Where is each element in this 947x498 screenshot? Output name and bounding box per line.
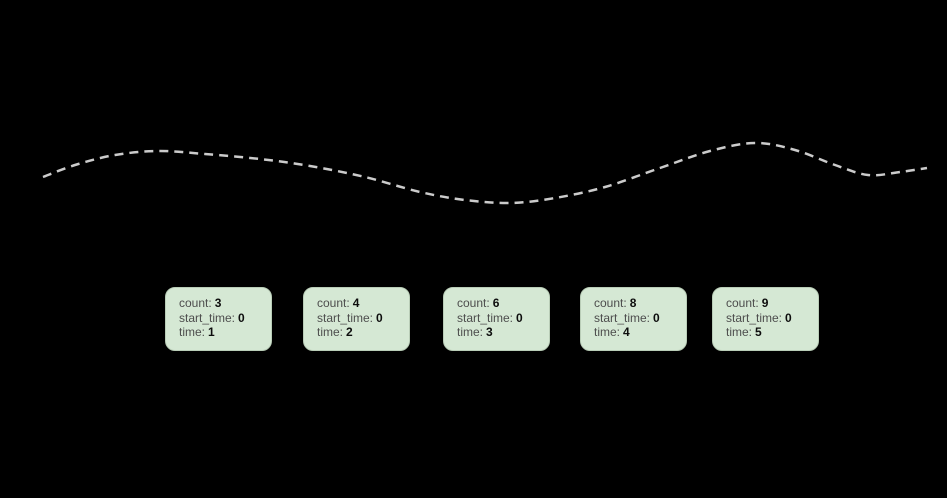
window-state-box-1: count:3 start_time:0 time:1	[165, 287, 272, 351]
count-value: 8	[629, 296, 637, 310]
time-label: time:	[317, 325, 344, 339]
time-value: 2	[346, 325, 353, 339]
count-label: count:	[457, 296, 490, 310]
start-time-label: start_time:	[317, 310, 374, 325]
time-label: time:	[726, 325, 753, 339]
time-label: time:	[179, 325, 206, 339]
start-time-label: start_time:	[726, 310, 783, 325]
time-row: time:3	[457, 325, 543, 340]
time-row: time:4	[594, 325, 680, 340]
time-label: time:	[594, 325, 621, 339]
count-row: count:6	[457, 296, 543, 311]
time-label: time:	[457, 325, 484, 339]
count-row: count:4	[317, 296, 403, 311]
window-state-box-4: count:8 start_time:0 time:4	[580, 287, 687, 351]
window-state-box-2: count:4 start_time:0 time:2	[303, 287, 410, 351]
start-time-row: start_time:0	[317, 311, 403, 326]
start-time-label: start_time:	[594, 310, 651, 325]
count-value: 9	[761, 296, 769, 310]
count-value: 4	[352, 296, 360, 310]
time-row: time:5	[726, 325, 812, 340]
start-time-value: 0	[376, 310, 383, 325]
time-value: 1	[208, 325, 215, 339]
start-time-value: 0	[653, 310, 660, 325]
count-value: 6	[492, 296, 500, 310]
start-time-row: start_time:0	[179, 311, 265, 326]
time-row: time:2	[317, 325, 403, 340]
count-row: count:9	[726, 296, 812, 311]
time-value: 4	[623, 325, 630, 339]
count-label: count:	[317, 296, 350, 310]
time-row: time:1	[179, 325, 265, 340]
window-state-box-3: count:6 start_time:0 time:3	[443, 287, 550, 351]
count-value: 3	[214, 296, 222, 310]
start-time-label: start_time:	[457, 310, 514, 325]
count-row: count:3	[179, 296, 265, 311]
count-label: count:	[179, 296, 212, 310]
count-label: count:	[594, 296, 627, 310]
start-time-value: 0	[785, 310, 792, 325]
count-label: count:	[726, 296, 759, 310]
start-time-value: 0	[516, 310, 523, 325]
start-time-row: start_time:0	[457, 311, 543, 326]
time-value: 3	[486, 325, 493, 339]
start-time-label: start_time:	[179, 310, 236, 325]
count-row: count:8	[594, 296, 680, 311]
time-value: 5	[755, 325, 762, 339]
window-state-box-5: count:9 start_time:0 time:5	[712, 287, 819, 351]
start-time-row: start_time:0	[594, 311, 680, 326]
start-time-row: start_time:0	[726, 311, 812, 326]
dashed-trend-curve	[42, 141, 928, 205]
start-time-value: 0	[238, 310, 245, 325]
